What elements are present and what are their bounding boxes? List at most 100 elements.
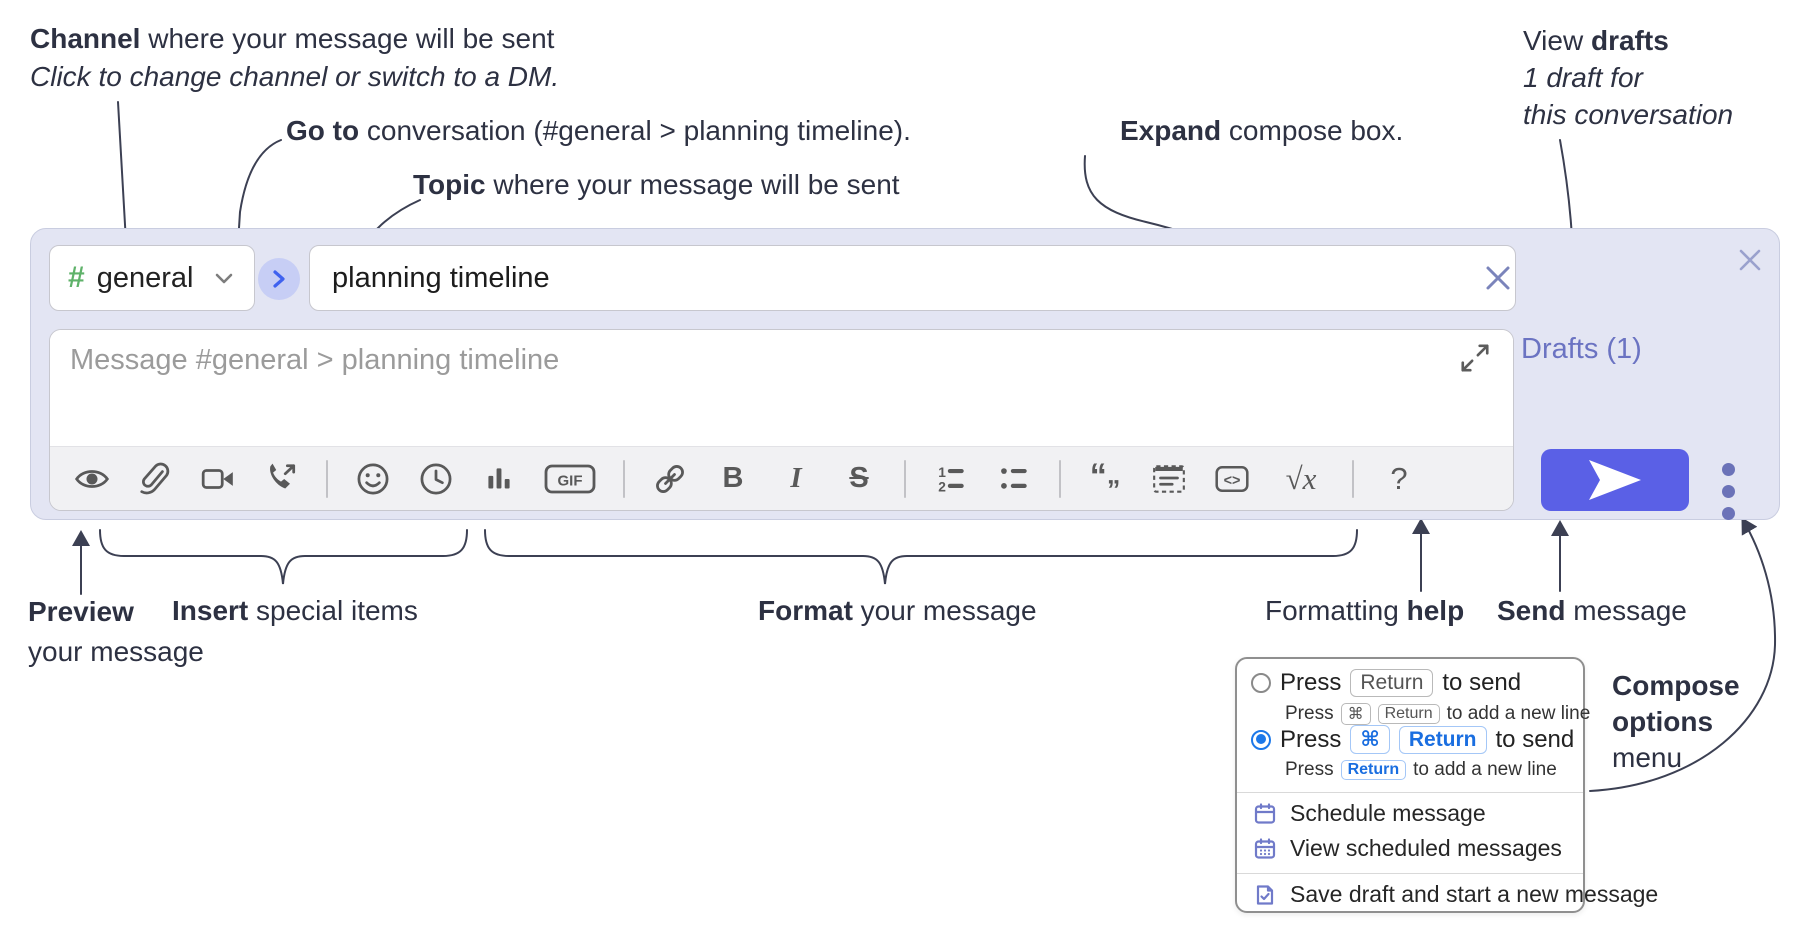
toolbar-divider bbox=[1059, 459, 1061, 498]
chevron-down-icon bbox=[215, 273, 233, 284]
topic-input-box bbox=[309, 245, 1516, 311]
view-scheduled-messages-item[interactable]: View scheduled messages bbox=[1253, 835, 1562, 862]
expand-compose-icon[interactable] bbox=[1459, 342, 1491, 374]
format-brace bbox=[484, 529, 1358, 585]
view-scheduled-messages-label: View scheduled messages bbox=[1290, 835, 1562, 861]
quote-icon[interactable]: “„ bbox=[1088, 461, 1124, 497]
svg-text:GIF: GIF bbox=[558, 472, 583, 489]
preview-annotation-line2: your message bbox=[28, 636, 204, 667]
preview-annotation: Preview your message bbox=[28, 592, 204, 672]
drafts-annotation-bold: drafts bbox=[1590, 25, 1669, 56]
return-key-chip: Return bbox=[1340, 760, 1407, 780]
return-key-chip: Return bbox=[1398, 725, 1487, 754]
math-icon[interactable]: √x bbox=[1285, 461, 1317, 496]
return-key-chip: Return bbox=[1350, 669, 1434, 697]
dot-icon bbox=[1721, 507, 1735, 520]
draft-check-icon bbox=[1256, 884, 1274, 905]
bold-icon[interactable]: B bbox=[722, 462, 744, 494]
send-option-cmd-return-hint: Press Return to add a new line bbox=[1285, 759, 1557, 781]
compose-options-annotation: Compose options menu bbox=[1612, 668, 1740, 776]
svg-text:<>: <> bbox=[1224, 472, 1241, 488]
compose-options-menu-button[interactable] bbox=[1711, 459, 1745, 524]
format-annotation: Format your message bbox=[758, 592, 1037, 630]
menu-divider bbox=[1237, 873, 1583, 874]
send-option-return[interactable]: Press Return to send bbox=[1251, 669, 1521, 697]
italic-icon[interactable]: I bbox=[790, 462, 802, 494]
to-send-label: to send bbox=[1442, 669, 1522, 696]
new-line-label: to add a new line bbox=[1446, 703, 1591, 724]
save-draft-item[interactable]: Save draft and start a new message bbox=[1253, 881, 1658, 908]
message-textarea[interactable] bbox=[50, 330, 1513, 446]
send-arrow-icon bbox=[1589, 460, 1641, 500]
insert-annotation-bold: Insert bbox=[172, 595, 249, 626]
schedule-message-item[interactable]: Schedule message bbox=[1253, 800, 1486, 827]
calendar-grid-icon bbox=[1254, 837, 1276, 859]
expand-annotation-rest: compose box. bbox=[1221, 115, 1404, 146]
channel-name: general bbox=[96, 261, 194, 294]
toolbar-divider bbox=[1352, 459, 1354, 498]
link-icon[interactable] bbox=[652, 461, 688, 497]
toolbar-divider bbox=[623, 459, 625, 498]
return-key-chip: Return bbox=[1377, 704, 1440, 724]
video-call-icon[interactable] bbox=[200, 461, 236, 497]
dot-icon bbox=[1721, 463, 1735, 476]
close-compose-icon[interactable] bbox=[1733, 243, 1767, 277]
save-draft-label: Save draft and start a new message bbox=[1290, 881, 1659, 907]
radio-unselected-icon[interactable] bbox=[1251, 673, 1271, 693]
radio-selected-icon[interactable] bbox=[1251, 729, 1271, 750]
cmd-key-chip: ⌘ bbox=[1350, 725, 1390, 754]
compose-options-annotation-line1: Compose bbox=[1612, 670, 1740, 701]
send-annotation: Send message bbox=[1497, 592, 1687, 630]
poll-icon[interactable] bbox=[481, 461, 517, 497]
topic-annotation-rest: where your message will be sent bbox=[485, 169, 900, 200]
svg-text:2: 2 bbox=[938, 479, 946, 494]
topic-input[interactable] bbox=[310, 246, 1515, 310]
expand-annotation-bold: Expand bbox=[1120, 115, 1222, 146]
svg-text:„: „ bbox=[1107, 461, 1121, 490]
channel-annotation-bold: Channel bbox=[30, 23, 141, 54]
code-icon[interactable]: <> bbox=[1214, 461, 1250, 497]
compose-options-annotation-line3: menu bbox=[1612, 742, 1683, 773]
goto-annotation: Go to conversation (#general > planning … bbox=[286, 112, 911, 150]
time-icon[interactable] bbox=[418, 461, 454, 497]
menu-divider bbox=[1237, 792, 1583, 793]
spoiler-icon[interactable] bbox=[1151, 461, 1187, 497]
emoji-icon[interactable] bbox=[355, 461, 391, 497]
help-icon[interactable]: ? bbox=[1390, 461, 1408, 496]
schedule-message-label: Schedule message bbox=[1290, 800, 1486, 826]
cmd-key-chip: ⌘ bbox=[1340, 703, 1371, 725]
toolbar-divider bbox=[904, 459, 906, 498]
drafts-annotation-pre: View bbox=[1523, 25, 1591, 56]
send-annotation-bold: Send bbox=[1497, 595, 1566, 626]
go-to-conversation-button[interactable] bbox=[258, 258, 300, 300]
audio-call-icon[interactable] bbox=[263, 461, 299, 497]
channel-connector-line bbox=[116, 101, 135, 245]
channel-selector[interactable]: # general bbox=[49, 245, 255, 311]
to-send-label: to send bbox=[1495, 725, 1575, 753]
send-option-cmd-return[interactable]: Press ⌘ Return to send bbox=[1251, 725, 1574, 754]
calendar-icon bbox=[1254, 802, 1276, 824]
strikethrough-icon[interactable]: S bbox=[849, 462, 869, 494]
dot-icon bbox=[1721, 485, 1735, 498]
gif-icon[interactable]: GIF bbox=[544, 461, 596, 497]
compose-options-menu: Press Return to send Press ⌘ Return to a… bbox=[1235, 657, 1658, 913]
bullet-list-icon[interactable] bbox=[996, 461, 1032, 497]
chevron-right-icon bbox=[273, 270, 285, 288]
topic-annotation-bold: Topic bbox=[413, 169, 486, 200]
toolbar-divider bbox=[326, 459, 328, 498]
new-line-label: to add a new line bbox=[1413, 759, 1557, 780]
help-annotation-bold: help bbox=[1406, 595, 1465, 626]
drafts-link[interactable]: Drafts (1) bbox=[1521, 333, 1642, 365]
clear-topic-icon[interactable] bbox=[1481, 261, 1515, 295]
message-input-box: GIF B I S 12 “„ <> bbox=[49, 329, 1514, 511]
goto-annotation-bold: Go to bbox=[286, 115, 360, 146]
send-button[interactable] bbox=[1541, 449, 1689, 511]
help-annotation-pre: Formatting bbox=[1265, 595, 1407, 626]
help-annotation: Formatting help bbox=[1265, 592, 1464, 630]
channel-hash-icon: # bbox=[68, 261, 85, 294]
attach-paperclip-icon[interactable] bbox=[137, 461, 173, 497]
insert-annotation-rest: special items bbox=[248, 595, 418, 626]
preview-eye-icon[interactable] bbox=[74, 461, 110, 497]
